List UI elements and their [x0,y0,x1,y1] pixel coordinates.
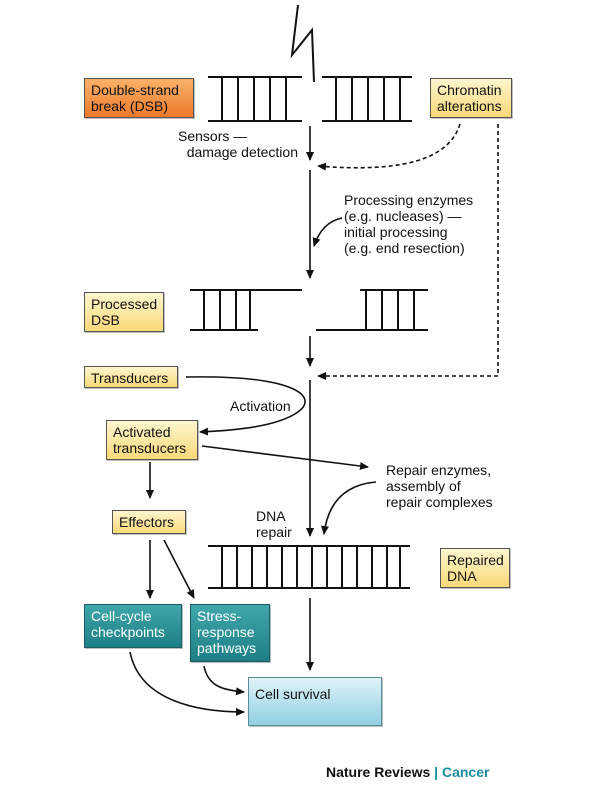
dna-broken-ladder [208,76,412,122]
arrow-stress-to-survival [203,665,245,696]
arrow-to-repair-enzymes [201,445,369,470]
dashed-arrow-chromatin-to-sensors [317,123,461,171]
credit-separator: | [434,764,439,780]
arrow-processing-enzymes [312,217,343,247]
dashed-arrow-chromatin-to-transducers [317,124,499,380]
dna-repair-label: DNA repair [256,508,292,540]
arrow-repair-enzymes-to-dna [321,481,377,535]
arrow-checkpoints-to-survival [129,651,245,716]
repair-enzymes-label: Repair enzymes, assembly of repair compl… [386,462,493,510]
processed-dsb-box: Processed DSB [84,292,164,332]
cell-survival-box: Cell survival [248,677,382,726]
journal-name: Cancer [441,764,490,780]
sensors-label: Sensors — damage detection [178,128,298,160]
cell-cycle-checkpoints-box: Cell-cycle checkpoints [84,604,182,648]
arrow-activation-loop [185,376,306,436]
lightning-bolt-icon [290,4,315,83]
dna-processed-ladder [190,289,428,331]
effectors-box: Effectors [112,510,186,534]
journal-credit: Nature Reviews | Cancer [326,764,489,780]
dsb-box: Double-strand break (DSB) [84,78,194,118]
activated-transducers-box: Activated transducers [106,420,198,460]
stress-response-box: Stress-response pathways [190,604,270,662]
transducers-box: Transducers [84,366,178,388]
arrow-to-stress [163,539,195,599]
dna-repaired-ladder [208,545,410,589]
chromatin-alterations-box: Chromatin alterations [430,78,512,118]
activation-label: Activation [230,398,291,414]
publisher-name: Nature Reviews [326,764,431,780]
repaired-dna-box: Repaired DNA [440,548,510,588]
processing-enzymes-label: Processing enzymes (e.g. nucleases) — in… [344,192,474,256]
